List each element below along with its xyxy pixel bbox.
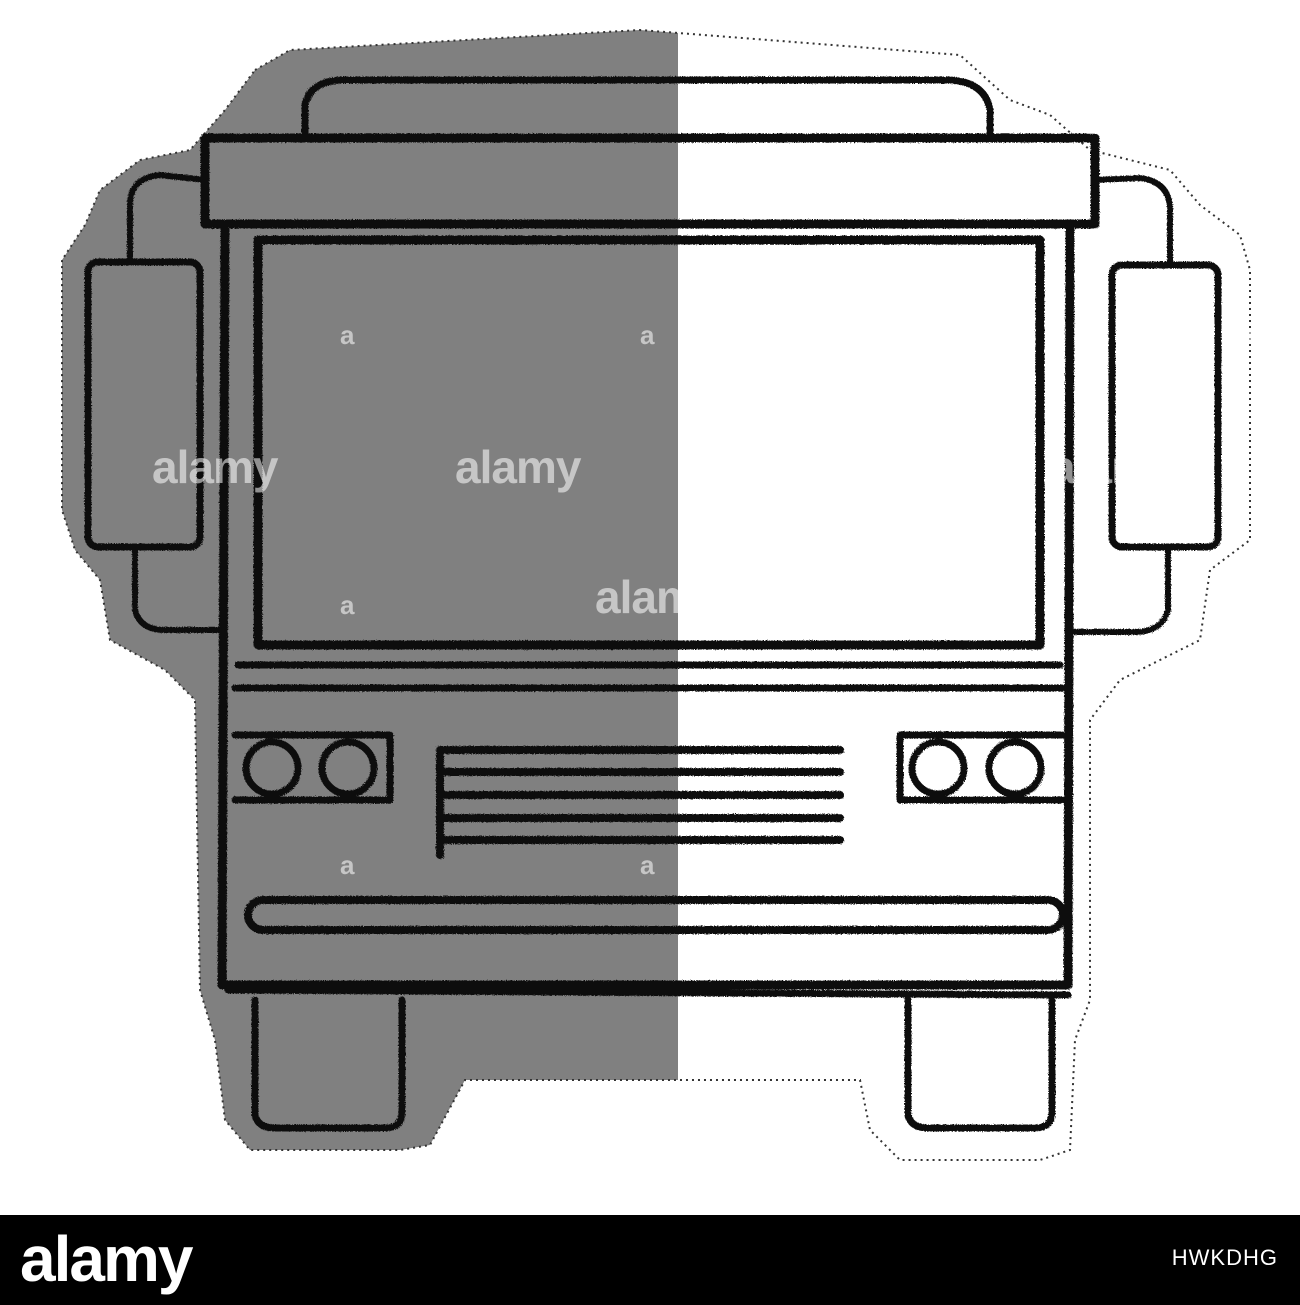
- windshield: [253, 235, 1045, 650]
- left-wheel: [251, 996, 406, 1132]
- bus-body: [217, 219, 1075, 990]
- bumper: [244, 896, 1067, 934]
- left-headlight-1: [242, 738, 302, 798]
- bus-sticker-illustration: [61, 28, 1251, 1161]
- right-headlight-housing: [896, 731, 1066, 804]
- bus-roof: [301, 76, 994, 139]
- right-wheel: [904, 996, 1056, 1132]
- shadow-silhouette: [62, 30, 678, 1150]
- right-mirror-arm: [1092, 175, 1173, 265]
- left-headlight-2: [318, 738, 378, 798]
- right-headlight-1: [908, 738, 968, 798]
- left-mirror-arm: [127, 172, 208, 263]
- left-mirror: [84, 258, 204, 551]
- grille: [436, 746, 844, 859]
- alamy-logo: alamy: [20, 1223, 193, 1295]
- bus-drawing: [84, 76, 1222, 1132]
- stock-footer-bar: alamy HWKDHG: [0, 1215, 1300, 1305]
- image-id: HWKDHG: [1171, 1245, 1278, 1270]
- left-headlight-housing: [231, 731, 394, 804]
- right-mirror: [1108, 261, 1222, 551]
- right-headlight-2: [985, 738, 1045, 798]
